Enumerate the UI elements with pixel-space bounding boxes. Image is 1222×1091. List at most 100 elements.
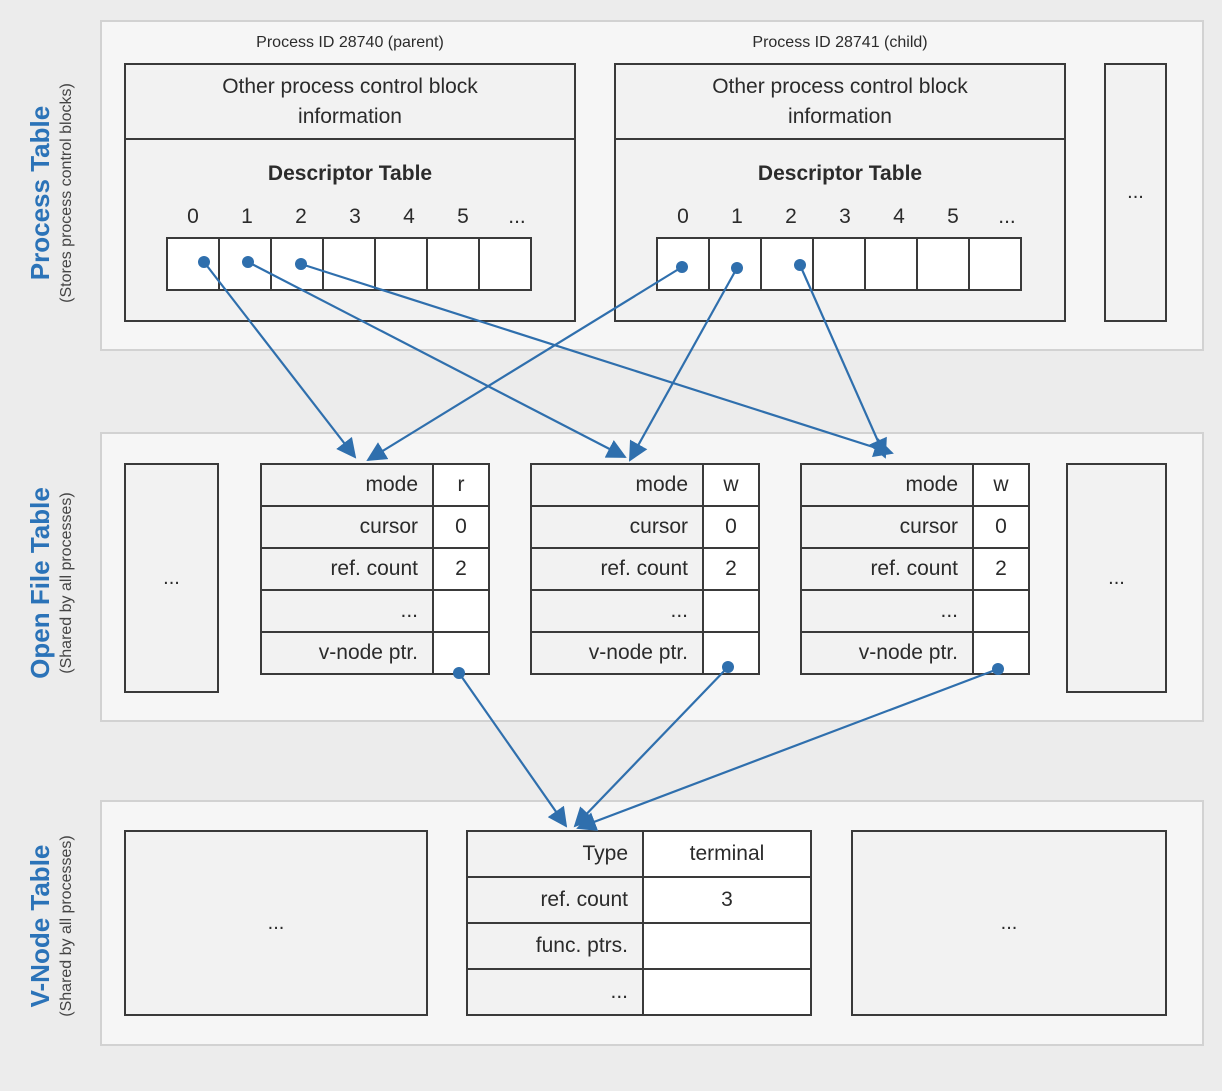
field-value: [702, 589, 760, 633]
vnode-table-title: V-Node Table: [25, 844, 55, 1008]
process-table-label: Process Table (Stores process control bl…: [25, 28, 83, 358]
vnode-table-label: V-Node Table (Shared by all processes): [25, 761, 83, 1091]
field-name: ref. count: [260, 547, 434, 591]
field-value: 0: [702, 505, 760, 549]
parent-descriptor-table-title: Descriptor Table: [267, 162, 433, 185]
field-value: w: [702, 463, 760, 507]
field-name: mode: [530, 463, 704, 507]
field-value: [642, 968, 812, 1016]
descriptor-cell: [760, 237, 814, 291]
descriptor-index: ...: [998, 205, 1016, 228]
child-descriptor-indices: 0 1 2 3 4 5 ...: [656, 205, 1034, 229]
descriptor-cell: [708, 237, 762, 291]
parent-process-id: Process ID 28740 (parent): [256, 34, 444, 51]
descriptor-cell: [166, 237, 220, 291]
field-name: Type: [466, 830, 644, 878]
field-name: ...: [466, 968, 644, 1016]
field-name: func. ptrs.: [466, 922, 644, 970]
descriptor-cell: [322, 237, 376, 291]
field-value: [642, 922, 812, 970]
table-row: func. ptrs.: [466, 922, 812, 970]
open-file-table-label: Open File Table (Shared by all processes…: [25, 418, 83, 748]
field-value: [972, 631, 1030, 675]
field-name: ...: [530, 589, 704, 633]
open-file-more-right: ...: [1066, 463, 1167, 693]
descriptor-index: 2: [295, 205, 307, 228]
descriptor-cell: [916, 237, 970, 291]
descriptor-cell: [864, 237, 918, 291]
descriptor-index: 0: [187, 205, 199, 228]
descriptor-index: 5: [457, 205, 469, 228]
field-name: cursor: [260, 505, 434, 549]
descriptor-cell: [218, 237, 272, 291]
child-pcb-info: Other process control block information: [616, 65, 1064, 140]
child-descriptor-cells: [656, 237, 1022, 291]
process-table-title: Process Table: [25, 105, 55, 281]
table-row: ...: [530, 589, 760, 633]
field-value: [702, 631, 760, 675]
process-table-subtitle: (Stores process control blocks): [58, 83, 75, 303]
descriptor-cell: [812, 237, 866, 291]
descriptor-index: 3: [839, 205, 851, 228]
table-row: v-node ptr.: [530, 631, 760, 675]
descriptor-index: 4: [893, 205, 905, 228]
descriptor-cell: [968, 237, 1022, 291]
field-value: [972, 589, 1030, 633]
field-value: 2: [432, 547, 490, 591]
parent-pcb: Other process control block information …: [124, 63, 576, 322]
open-file-table-title: Open File Table: [25, 487, 55, 679]
field-value: 3: [642, 876, 812, 924]
field-name: v-node ptr.: [800, 631, 974, 675]
table-row: ...: [466, 968, 812, 1016]
table-row: ...: [260, 589, 490, 633]
field-name: v-node ptr.: [260, 631, 434, 675]
vnode-table-subtitle: (Shared by all processes): [58, 835, 75, 1017]
parent-descriptor-cells: [166, 237, 532, 291]
vnode-more-right: ...: [851, 830, 1167, 1016]
field-value: [432, 589, 490, 633]
descriptor-index: 2: [785, 205, 797, 228]
field-name: cursor: [530, 505, 704, 549]
field-value: w: [972, 463, 1030, 507]
descriptor-cell: [426, 237, 480, 291]
descriptor-index: 5: [947, 205, 959, 228]
descriptor-index: 3: [349, 205, 361, 228]
child-descriptor-table-title: Descriptor Table: [757, 162, 923, 185]
open-file-table-subtitle: (Shared by all processes): [58, 492, 75, 674]
field-name: ...: [260, 589, 434, 633]
descriptor-index: ...: [508, 205, 526, 228]
descriptor-cell: [374, 237, 428, 291]
table-row: ...: [800, 589, 1030, 633]
descriptor-index: 1: [241, 205, 253, 228]
open-file-more-left: ...: [124, 463, 219, 693]
parent-descriptor-indices: 0 1 2 3 4 5 ...: [166, 205, 544, 229]
parent-pcb-info: Other process control block information: [126, 65, 574, 140]
field-value: 2: [972, 547, 1030, 591]
process-table-more: ...: [1104, 63, 1167, 322]
field-value: 0: [972, 505, 1030, 549]
child-process-id: Process ID 28741 (child): [752, 34, 928, 51]
field-name: ref. count: [800, 547, 974, 591]
field-name: mode: [260, 463, 434, 507]
field-name: ref. count: [530, 547, 704, 591]
descriptor-cell: [656, 237, 710, 291]
descriptor-index: 0: [677, 205, 689, 228]
field-name: ref. count: [466, 876, 644, 924]
table-row: v-node ptr.: [260, 631, 490, 675]
field-name: mode: [800, 463, 974, 507]
field-name: cursor: [800, 505, 974, 549]
